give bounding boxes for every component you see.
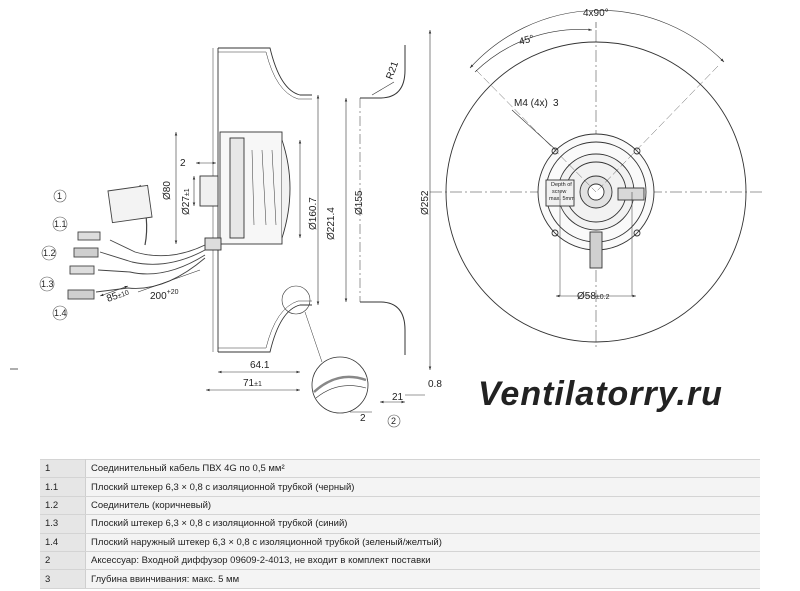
legend-number: 1.2	[40, 496, 86, 516]
callout-3: 3	[553, 98, 559, 109]
callout-1: 1	[53, 189, 67, 203]
watermark: Ventilatorry.ru	[478, 375, 723, 413]
legend-number: 1.4	[40, 533, 86, 552]
callout-1-2: 1.2	[41, 245, 57, 261]
svg-text:R21: R21	[384, 60, 401, 81]
svg-text:64.1: 64.1	[250, 360, 270, 371]
svg-text:2: 2	[391, 416, 396, 426]
legend-text: Плоский штекер 6,3 × 0,8 с изоляционной …	[85, 477, 760, 497]
legend-text: Плоский наружный штекер 6,3 × 0,8 с изол…	[85, 533, 760, 552]
svg-text:M4 (4x): M4 (4x)	[514, 98, 548, 109]
legend-text: Глубина ввинчивания: макс. 5 мм	[85, 569, 760, 589]
callout-1-3: 1.3	[39, 276, 55, 292]
svg-text:71±1: 71±1	[243, 378, 262, 389]
svg-text:Ø58±0.2: Ø58±0.2	[577, 291, 610, 302]
technical-drawing: Ventilatorry.ru	[10, 8, 762, 428]
front-view-dimensions	[469, 10, 725, 298]
svg-text:Ø221.4: Ø221.4	[326, 207, 337, 240]
callout-1-4: 1.4	[52, 305, 68, 321]
svg-text:2: 2	[180, 158, 186, 169]
svg-text:1.2: 1.2	[43, 248, 56, 258]
legend-number: 1.1	[40, 477, 86, 497]
svg-text:max. 5mm: max. 5mm	[549, 196, 575, 202]
legend-text: Соединитель (коричневый)	[85, 496, 760, 516]
side-view-labels: Ø80 Ø27±1 2 Ø160.7 Ø221.4 Ø155 Ø252 R21 …	[105, 60, 442, 424]
svg-text:Ø155: Ø155	[354, 190, 365, 215]
legend-text: Соединительный кабель ПВХ 4G по 0,5 мм²	[85, 458, 760, 479]
svg-text:1.1: 1.1	[54, 219, 67, 229]
svg-text:3: 3	[553, 98, 559, 109]
svg-text:45°: 45°	[518, 33, 535, 48]
svg-text:Ø27±1: Ø27±1	[181, 188, 192, 215]
callout-2: 2	[387, 414, 401, 428]
svg-text:200+20: 200+20	[150, 289, 179, 302]
legend-text: Плоский штекер 6,3 × 0,8 с изоляционной …	[85, 514, 760, 534]
svg-text:1.3: 1.3	[41, 279, 54, 289]
svg-text:2: 2	[360, 413, 366, 424]
svg-text:Ø80: Ø80	[162, 181, 173, 200]
legend-number: 1.3	[40, 514, 86, 534]
legend-text: Аксессуар: Входной диффузор 09609-2-4013…	[85, 551, 760, 571]
side-view	[199, 45, 406, 414]
svg-text:21: 21	[392, 392, 404, 403]
side-view-dimensions	[99, 30, 432, 413]
svg-text:screw: screw	[552, 189, 566, 195]
legend-number: 3	[40, 569, 86, 589]
callout-markers: 1 1.1 1.2 1.3 1.4 2 3	[39, 98, 559, 428]
svg-text:Ø160.7: Ø160.7	[308, 197, 319, 230]
legend-number: 2	[40, 551, 86, 571]
svg-text:Depth of: Depth of	[551, 182, 572, 188]
svg-text:85±10: 85±10	[105, 287, 130, 305]
svg-text:Ø252: Ø252	[420, 190, 431, 215]
legend-number: 1	[40, 458, 86, 479]
front-view-labels: 4x90° 45° M4 (4x) Ø58±0.2 Depth of screw…	[514, 8, 610, 302]
callout-1-1: 1.1	[52, 216, 68, 232]
cable-bundle	[67, 184, 206, 300]
svg-text:1: 1	[57, 191, 62, 201]
svg-text:0.8: 0.8	[428, 379, 442, 390]
svg-text:4x90°: 4x90°	[583, 8, 609, 19]
front-view	[430, 30, 762, 350]
svg-text:1.4: 1.4	[54, 308, 67, 318]
